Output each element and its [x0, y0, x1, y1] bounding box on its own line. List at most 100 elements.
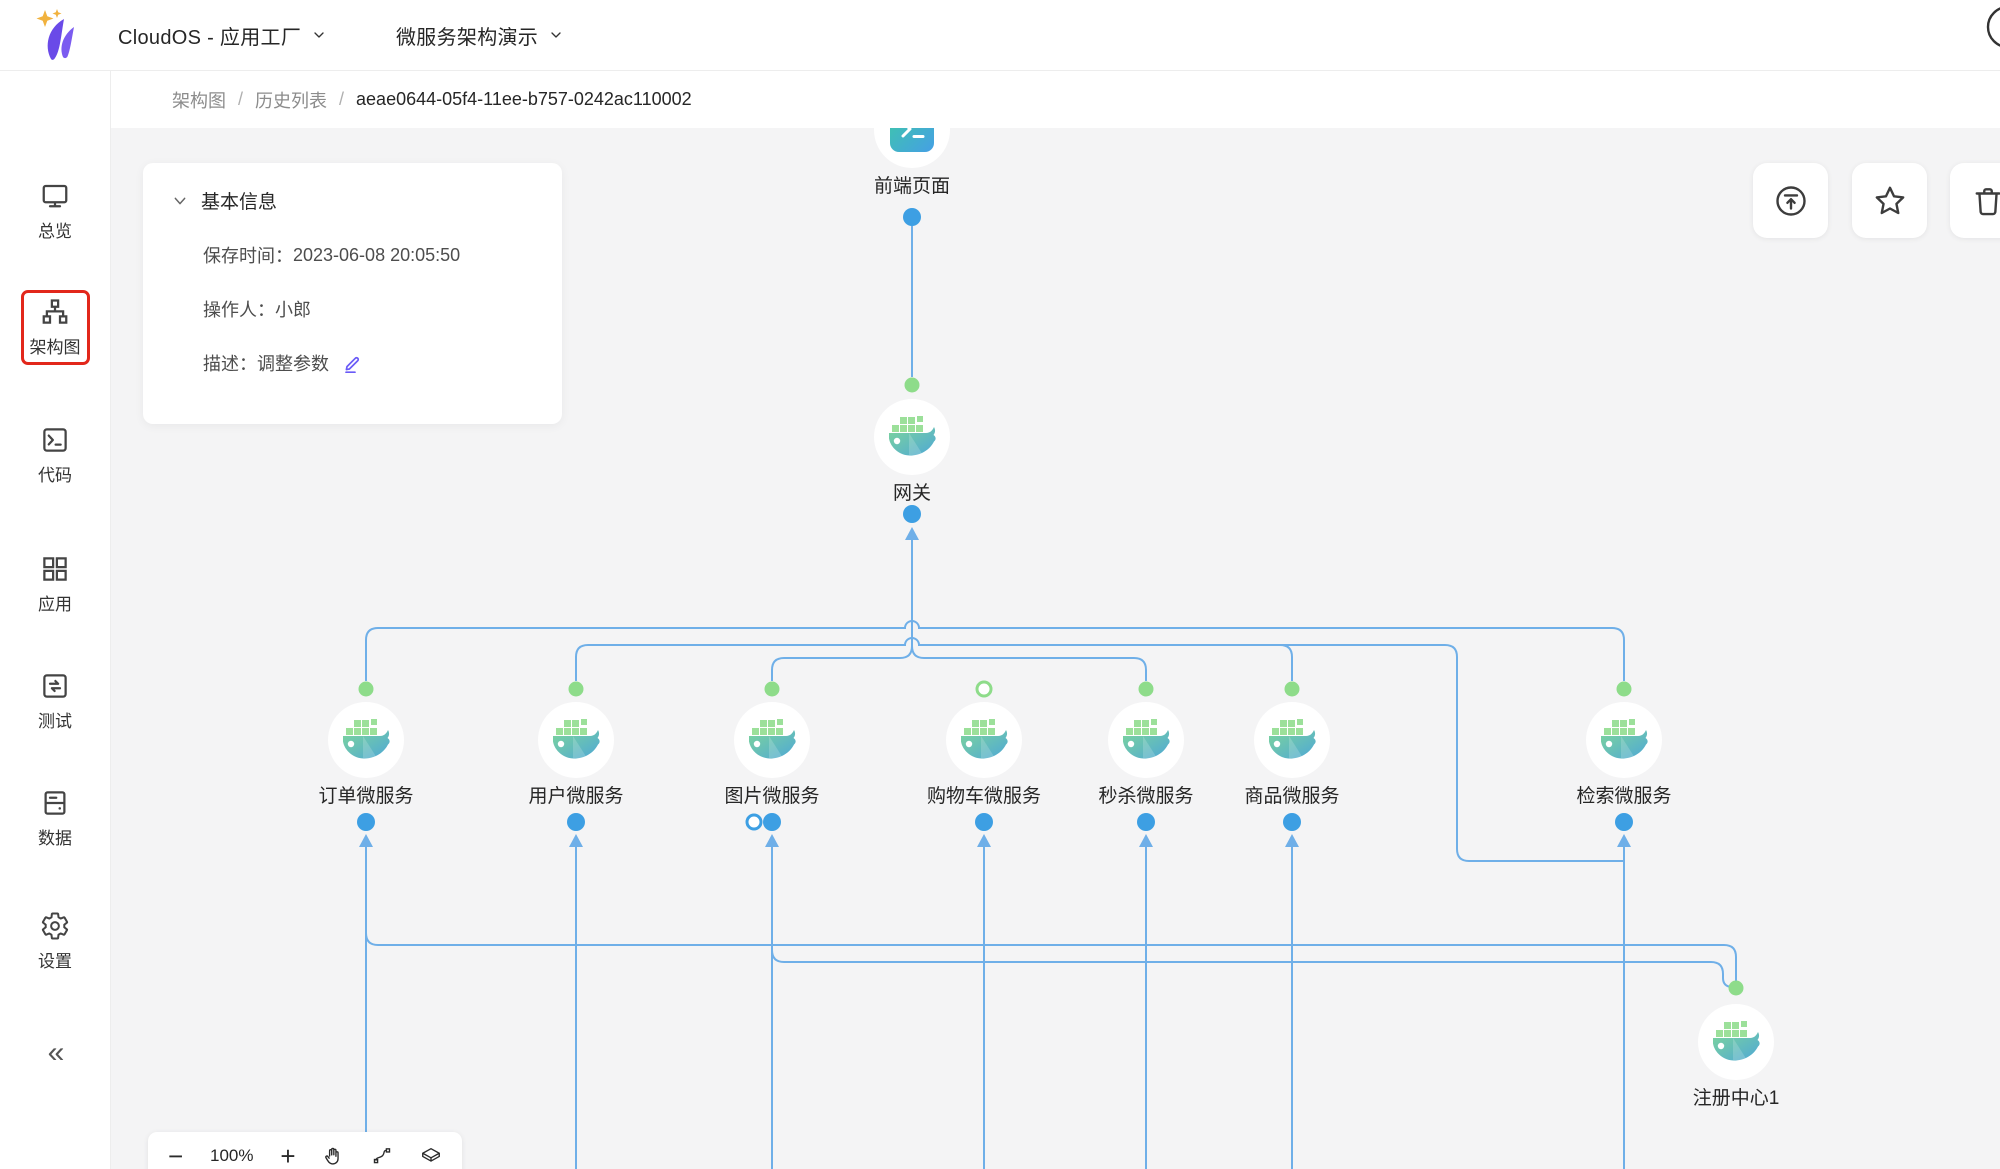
node-image[interactable]: 图片微服务	[724, 702, 820, 807]
field-label: 保存时间	[203, 246, 275, 266]
node-label: 商品微服务	[1244, 785, 1339, 807]
edge-arrowhead	[765, 834, 779, 847]
breadcrumb-current: aeae0644-05f4-11ee-b757-0242ac110002	[356, 89, 692, 109]
sidebar-item-monitor[interactable]: 总览	[0, 174, 110, 249]
node-frontend[interactable]: 前端页面	[874, 128, 950, 197]
edge-gateway-image	[771, 539, 913, 681]
sidebar-collapse-button[interactable]: «	[47, 1036, 65, 1069]
port-green[interactable]	[1284, 681, 1300, 697]
edge-bus-order-search	[365, 620, 1625, 681]
port-green[interactable]	[568, 681, 584, 697]
edge-registry-bus-2	[771, 949, 1732, 988]
edge-gateway-seckill	[911, 539, 1147, 681]
delete-button[interactable]	[1950, 163, 2000, 238]
port-blue[interactable]	[1283, 813, 1301, 831]
workspace-switcher[interactable]: 微服务架构演示	[396, 0, 564, 70]
node-label: 检索微服务	[1576, 785, 1671, 807]
node-cart[interactable]: 购物车微服务	[927, 702, 1041, 807]
testloop-icon	[43, 674, 67, 698]
edge-bus-user-goods	[575, 637, 1293, 681]
collapse-chevron-icon[interactable]	[172, 193, 188, 209]
breadcrumb-separator: /	[339, 89, 345, 109]
edge-arrowhead	[359, 834, 373, 847]
product-switcher[interactable]: CloudOS - 应用工厂	[118, 0, 327, 70]
edge-registry-bus-1	[365, 932, 1737, 981]
port-blue[interactable]	[903, 208, 921, 226]
port-green[interactable]	[1728, 980, 1744, 996]
favorite-button[interactable]	[1852, 163, 1927, 238]
sidebar-item-terminal[interactable]: 代码	[0, 418, 110, 493]
port-green[interactable]	[904, 377, 920, 393]
sidebar-item-grid[interactable]: 应用	[0, 547, 110, 622]
node-search[interactable]: 检索微服务	[1576, 702, 1672, 807]
product-name: CloudOS - 应用工厂	[118, 26, 302, 49]
edge-arrowhead	[1617, 834, 1631, 847]
star-icon	[1875, 186, 1904, 214]
publish-button[interactable]	[1753, 163, 1828, 238]
sidebar-item-label: 代码	[38, 466, 72, 485]
port-blue[interactable]	[1137, 813, 1155, 831]
sidebar-item-sitemap[interactable]: 架构图	[0, 290, 110, 365]
connector-icon	[373, 1148, 391, 1164]
chevron-down-icon	[551, 32, 561, 38]
layers-icon	[422, 1147, 440, 1162]
node-registry[interactable]: 注册中心1	[1693, 1004, 1780, 1109]
port-blue-hollow[interactable]	[745, 813, 763, 831]
sidebar-item-gear[interactable]: 设置	[0, 904, 110, 979]
port-blue[interactable]	[567, 813, 585, 831]
node-label: 订单微服务	[318, 785, 413, 807]
pan-hand-button[interactable]	[322, 1145, 344, 1167]
node-label: 网关	[893, 482, 931, 504]
node-goods[interactable]: 商品微服务	[1244, 702, 1340, 807]
edge-arrowhead	[905, 527, 919, 540]
gear-icon	[41, 912, 69, 940]
port-green[interactable]	[764, 681, 780, 697]
node-user[interactable]: 用户微服务	[528, 702, 624, 807]
port-blue[interactable]	[975, 813, 993, 831]
basic-info-panel: 基本信息 保存时间：2023-06-08 20:05:50 操作人：小郎 描述：…	[143, 163, 562, 424]
sitemap-icon	[42, 299, 68, 324]
node-label: 用户微服务	[528, 785, 623, 807]
sidebar-item-label: 架构图	[29, 338, 81, 357]
node-seckill[interactable]: 秒杀微服务	[1098, 702, 1194, 807]
zoom-out-button[interactable]: −	[168, 1140, 184, 1169]
cloudos-logo-icon	[36, 9, 74, 60]
port-blue[interactable]	[1615, 813, 1633, 831]
breadcrumb: 架构图 / 历史列表 / aeae0644-05f4-11ee-b757-024…	[111, 71, 2000, 128]
port-blue[interactable]	[357, 813, 375, 831]
breadcrumb-item[interactable]: 历史列表	[255, 90, 328, 111]
database-icon	[44, 791, 66, 815]
port-blue[interactable]	[763, 813, 781, 831]
arrow-up-circle-icon	[1775, 185, 1806, 216]
edit-description-icon[interactable]	[341, 353, 362, 374]
edge-bus-to-search-bottom	[919, 644, 1624, 862]
panel-title: 基本信息	[201, 192, 278, 213]
node-label: 图片微服务	[724, 785, 819, 807]
node-gateway[interactable]: 网关	[874, 399, 950, 504]
port-green[interactable]	[1616, 681, 1632, 697]
sidebar-item-label: 数据	[38, 829, 72, 848]
zoom-in-button[interactable]: +	[280, 1140, 296, 1169]
port-blue[interactable]	[903, 505, 921, 523]
grid-icon	[43, 557, 67, 581]
canvas-zoom-toolbar: − 100% +	[148, 1132, 462, 1169]
node-order[interactable]: 订单微服务	[318, 702, 414, 807]
port-green[interactable]	[1138, 681, 1154, 697]
sidebar-item-label: 测试	[38, 712, 72, 731]
info-row-operator: 操作人：小郎	[203, 296, 562, 322]
field-label: 操作人	[203, 300, 257, 320]
edge-connector-button[interactable]	[371, 1145, 393, 1167]
sidebar-item-testloop[interactable]: 测试	[0, 664, 110, 739]
edge-arrowhead	[1139, 834, 1153, 847]
sidebar-item-database[interactable]: 数据	[0, 781, 110, 856]
edge-arrowhead	[977, 834, 991, 847]
user-avatar[interactable]	[1984, 2, 2000, 54]
sidebar-item-label: 设置	[38, 952, 72, 971]
breadcrumb-item[interactable]: 架构图	[172, 90, 226, 111]
layers-button[interactable]	[420, 1145, 442, 1167]
zoom-level: 100%	[210, 1146, 254, 1165]
port-green[interactable]	[358, 681, 374, 697]
terminal-app-icon	[888, 128, 936, 154]
port-green-hollow[interactable]	[975, 680, 993, 698]
sidebar-item-label: 应用	[38, 595, 72, 614]
